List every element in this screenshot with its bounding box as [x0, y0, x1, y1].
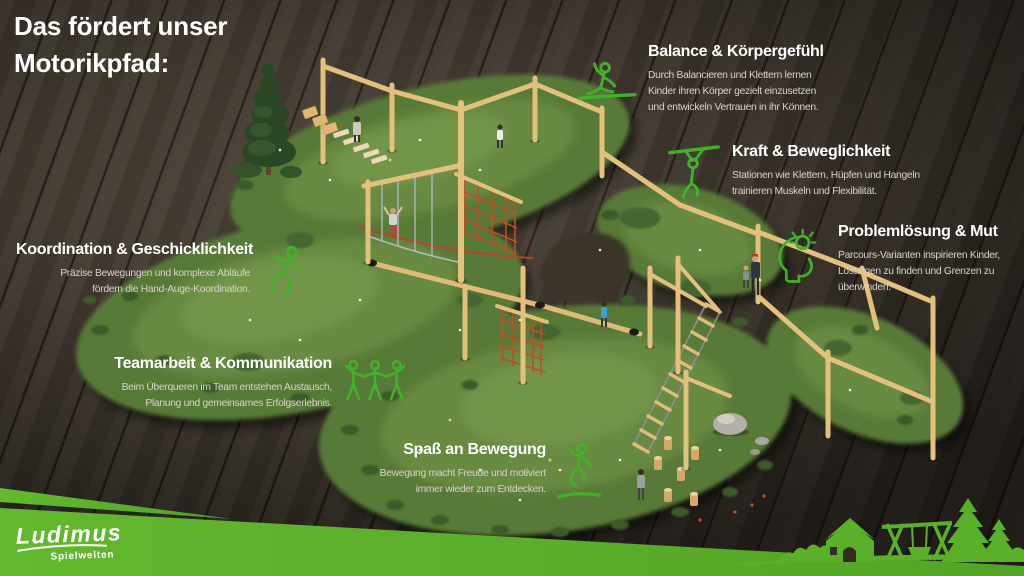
jumping-figure-icon: [557, 443, 601, 499]
annotation-text: Koordination & Geschicklichkeit Präzise …: [16, 240, 253, 298]
wooden-structure: [320, 57, 936, 471]
annotation-line: überwinden.: [838, 282, 891, 294]
annotation-spass: Spaß an Bewegung Bewegung macht Freude u…: [360, 440, 602, 504]
annotation-line: immer wieder zum Entdecken.: [415, 484, 547, 496]
annotation-line: trainieren Muskeln und Flexibilität.: [732, 186, 877, 198]
child-figure-arms-up: [383, 206, 403, 235]
annotation-heading: Spaß an Bewegung: [403, 441, 546, 458]
annotation-heading: Problemlösung & Mut: [838, 223, 998, 240]
annotation-text: Balance & Körpergefühl Durch Balancieren…: [648, 42, 824, 117]
gray-slack-rope: [367, 235, 459, 263]
band-main: [0, 508, 1024, 576]
annotation-line: Präzise Bewegungen und komplexe Abläufe: [60, 268, 250, 279]
child-figure-blue: [601, 301, 607, 327]
annotation-heading: Kraft & Beweglichkeit: [732, 143, 891, 160]
child-figure: [637, 469, 645, 500]
annotation-line: Planung und gemeinsames Erfolgserlebnis.: [145, 398, 332, 410]
wooden-stumps: [654, 436, 699, 506]
logo-underline: [17, 544, 108, 552]
annotation-text: Spaß an Bewegung Bewegung macht Freude u…: [360, 440, 547, 498]
annotation-line: Beim Überqueren im Team entstehen Austau…: [121, 382, 333, 393]
annotation-text: Problemlösung & Mut Parcours-Varianten i…: [838, 222, 1000, 297]
stepping-planks: [302, 105, 388, 165]
conifer-tree: [232, 64, 302, 178]
logo-wordmark: Ludimus: [15, 519, 123, 549]
annotation-kraft: Kraft & Beweglichkeit Stationen wie Klet…: [666, 142, 920, 206]
annotation-text: Teamarbeit & Kommunikation Beim Überquer…: [92, 354, 332, 412]
pine-tree-silhouette: [980, 519, 1018, 561]
annotation-line: Lösungen zu finden und Grenzen zu: [838, 266, 995, 278]
band-accent-stripe: [0, 488, 232, 519]
weed-patches: [231, 207, 924, 405]
annotation-line: Kinder ihren Körper gezielt einzusetzen: [648, 86, 817, 98]
annotation-balance: Balance & Körpergefühl Durch Balancieren…: [576, 42, 824, 117]
edge-tufts: [83, 180, 913, 537]
idea-head-icon: [778, 228, 817, 283]
annotation-heading: Balance & Körpergefühl: [648, 43, 824, 60]
annotation-line: Parcours-Varianten inspirieren Kinder,: [838, 250, 1000, 261]
annotation-problemloesung: Problemlösung & Mut Parcours-Varianten i…: [770, 222, 1000, 297]
page-title: Das fördert unser Motorikpfad:: [14, 8, 228, 82]
ludimus-logo: Ludimus Spielwelten: [15, 519, 123, 564]
swing-set-silhouette: [881, 521, 953, 561]
annotation-koordination: Koordination & Geschicklichkeit Präzise …: [16, 240, 310, 300]
annotation-line: fördern die Hand-Auge-Koordination.: [92, 284, 250, 296]
climbing-net-upper: [459, 179, 518, 256]
annotation-line: und entwickeln Vertrauen in ihr Können.: [648, 102, 819, 114]
child-figure: [497, 124, 503, 148]
pine-tree-silhouette: [940, 498, 996, 562]
annotation-heading: Teamarbeit & Kommunikation: [114, 355, 332, 372]
flower-dots: [248, 138, 852, 522]
wood-notch: [540, 232, 630, 304]
annotation-heading: Koordination & Geschicklichkeit: [16, 241, 253, 258]
visitor-pair: [743, 254, 760, 295]
annotation-line: Bewegung macht Freude und motiviert: [379, 468, 547, 479]
team-figures-icon: [344, 359, 406, 401]
balance-figure-icon: [577, 61, 637, 101]
running-figure-icon: [270, 246, 301, 298]
low-balance-beams: [365, 259, 643, 337]
annotation-teamarbeit: Teamarbeit & Kommunikation Beim Überquer…: [92, 354, 408, 412]
annotation-line: Durch Balancieren und Klettern lernen: [648, 70, 812, 81]
title-line-2: Motorikpfad:: [14, 48, 170, 78]
playhouse-silhouette: [820, 518, 880, 562]
annotation-text: Kraft & Beweglichkeit Stationen wie Klet…: [732, 142, 920, 200]
title-line-1: Das fördert unser: [14, 11, 228, 41]
beam-wraps: [367, 259, 639, 336]
child-figure: [353, 116, 361, 142]
playground-silhouettes: [733, 498, 1024, 566]
hanging-figure-icon: [668, 145, 720, 199]
annotation-line: Stationen wie Klettern, Hüpfen und Hange…: [732, 170, 920, 181]
red-slackline: [357, 225, 534, 259]
boulder-group: [713, 413, 769, 455]
